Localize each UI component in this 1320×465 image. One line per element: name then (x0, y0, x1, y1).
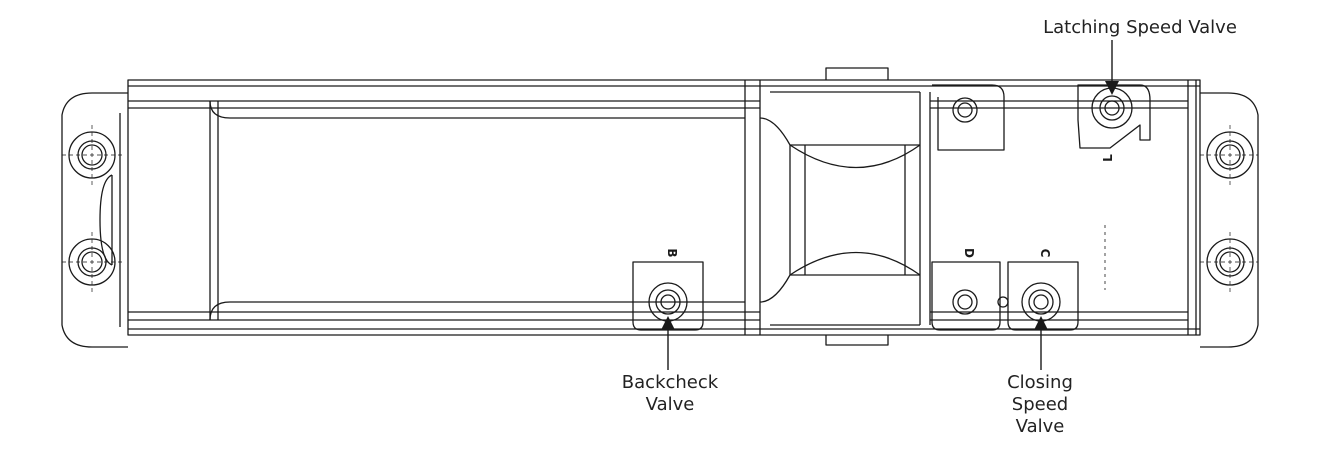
pinion-housing-bottom (825, 335, 889, 346)
left-chamber (209, 101, 219, 320)
closer-body (127, 79, 1201, 336)
latching-speed-valve-label: Latching Speed Valve (1040, 17, 1240, 39)
middle-lower-valve-boss (931, 261, 1009, 331)
closing-speed-valve-boss (1007, 261, 1079, 331)
port-mark-middle: D (962, 248, 976, 258)
right-top-mounting-hole (1200, 125, 1258, 185)
port-mark-top: L (1101, 154, 1115, 162)
latching-speed-valve-boss (1077, 84, 1151, 149)
port-mark-backcheck: B (665, 248, 679, 257)
right-bottom-mounting-hole (1200, 232, 1258, 292)
closing-speed-valve-label: Closing Speed Valve (970, 372, 1110, 438)
latching-label-line1: Latching Speed Valve (1043, 17, 1237, 38)
left-bottom-mounting-hole (62, 232, 122, 292)
backcheck-label-line1: Backcheck (621, 372, 719, 393)
left-top-mounting-hole (62, 125, 122, 185)
pinion-housing-top (825, 67, 889, 80)
backcheck-label-line2: Valve (645, 394, 695, 415)
closing-label-line3: Valve (1015, 416, 1065, 437)
closing-label-line1: Closing (1007, 372, 1073, 393)
closing-label-line2: Speed (1011, 394, 1069, 415)
backcheck-valve-label: Backcheck Valve (590, 372, 750, 416)
right-end-cap (1200, 92, 1259, 348)
port-mark-closing: C (1038, 249, 1052, 258)
left-end-cap (61, 92, 128, 348)
top-middle-valve-boss (932, 84, 1005, 151)
